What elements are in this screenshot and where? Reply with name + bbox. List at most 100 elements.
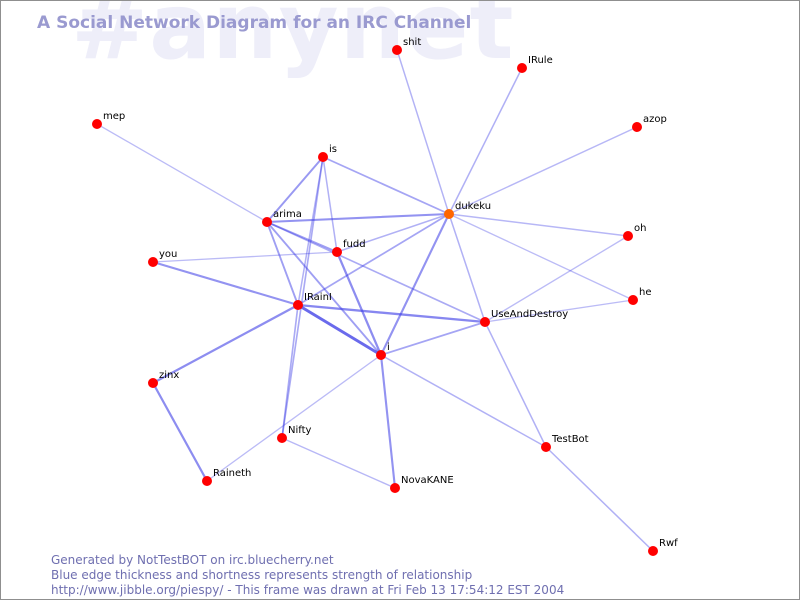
node-dot-i bbox=[376, 350, 386, 360]
node-dot-Raineth bbox=[202, 476, 212, 486]
node-dot-mep bbox=[92, 119, 102, 129]
node-label-Rwf: Rwf bbox=[659, 538, 678, 549]
node-NovaKANE: NovaKANE bbox=[390, 475, 454, 493]
edge-you-IRainI bbox=[151, 260, 300, 307]
node-IRule: IRule bbox=[517, 55, 553, 73]
node-dot-Rwf bbox=[648, 546, 658, 556]
node-dot-zinx bbox=[148, 378, 158, 388]
node-label-fudd: fudd bbox=[343, 239, 366, 250]
footer-legend-note: Blue edge thickness and shortness repres… bbox=[51, 568, 473, 582]
node-dot-Nifty bbox=[277, 433, 287, 443]
edge-dukeku-oh bbox=[448, 213, 629, 237]
edge-UseAndDestroy-TestBot bbox=[484, 321, 547, 448]
edge-i-NovaKANE bbox=[379, 353, 397, 490]
edge-fudd-you bbox=[152, 251, 338, 263]
node-label-azop: azop bbox=[643, 114, 667, 125]
node-dukeku: dukeku bbox=[444, 201, 491, 219]
node-UseAndDestroy: UseAndDestroy bbox=[480, 309, 568, 327]
node-label-zinx: zinx bbox=[159, 370, 179, 381]
node-Rwf: Rwf bbox=[648, 538, 678, 556]
edge-IRainI-Nifty bbox=[281, 304, 299, 439]
node-label-you: you bbox=[159, 249, 177, 260]
node-label-NovaKANE: NovaKANE bbox=[401, 475, 454, 486]
node-label-TestBot: TestBot bbox=[551, 434, 589, 445]
node-you: you bbox=[148, 249, 177, 267]
edge-fudd-i bbox=[335, 250, 383, 357]
edge-IRule-dukeku bbox=[448, 67, 523, 215]
node-zinx: zinx bbox=[148, 370, 179, 388]
diagram-title: A Social Network Diagram for an IRC Chan… bbox=[37, 13, 472, 33]
footer-info: Generated by NotTestBOT on irc.bluecherr… bbox=[51, 553, 564, 598]
edge-UseAndDestroy-i bbox=[380, 321, 486, 356]
edge-arima-fudd bbox=[266, 221, 338, 253]
node-dot-oh bbox=[623, 231, 633, 241]
node-label-IRainI: IRainI bbox=[304, 292, 332, 303]
node-label-Raineth: Raineth bbox=[213, 468, 251, 479]
node-dot-arima bbox=[262, 217, 272, 227]
edge-is-fudd bbox=[322, 156, 338, 253]
edge-he-UseAndDestroy bbox=[484, 299, 634, 323]
edge-mep-arima bbox=[96, 123, 268, 223]
edge-arima-UseAndDestroy bbox=[266, 221, 486, 323]
edge-arima-i bbox=[266, 221, 382, 356]
node-Raineth: Raineth bbox=[202, 468, 251, 486]
edge-TestBot-Rwf bbox=[545, 446, 654, 552]
edge-zinx-Raineth bbox=[151, 381, 209, 483]
edge-azop-dukeku bbox=[448, 126, 638, 215]
node-dot-fudd bbox=[332, 247, 342, 257]
node-he: he bbox=[628, 287, 652, 305]
edge-oh-UseAndDestroy bbox=[484, 235, 629, 323]
node-label-arima: arima bbox=[273, 209, 302, 220]
node-dot-TestBot bbox=[541, 442, 551, 452]
node-i: i bbox=[376, 342, 390, 360]
node-dot-you bbox=[148, 257, 158, 267]
node-dot-IRainI bbox=[293, 300, 303, 310]
edge-is-dukeku bbox=[322, 156, 450, 215]
node-dot-dukeku bbox=[444, 209, 454, 219]
node-dot-shit bbox=[392, 45, 402, 55]
node-arima: arima bbox=[262, 209, 302, 227]
node-fudd: fudd bbox=[332, 239, 366, 257]
edges-layer bbox=[96, 49, 654, 552]
edge-i-TestBot bbox=[380, 354, 547, 448]
edge-is-IRainI bbox=[297, 156, 324, 306]
footer-url-timestamp: http://www.jibble.org/piespy/ - This fra… bbox=[51, 583, 565, 597]
edge-IRainI-i bbox=[296, 303, 383, 357]
node-dot-azop bbox=[632, 122, 642, 132]
node-label-is: is bbox=[329, 144, 337, 155]
edge-IRainI-zinx bbox=[151, 303, 300, 385]
node-dot-NovaKANE bbox=[390, 483, 400, 493]
node-dot-he bbox=[628, 295, 638, 305]
node-shit: shit bbox=[392, 37, 421, 55]
edge-shit-dukeku bbox=[396, 49, 450, 215]
channel-watermark: #anynet bbox=[71, 0, 515, 80]
edge-dukeku-i bbox=[379, 212, 451, 357]
edge-is-arima bbox=[266, 156, 324, 223]
node-label-he: he bbox=[639, 287, 652, 298]
node-label-IRule: IRule bbox=[528, 55, 553, 66]
edge-is-Nifty bbox=[281, 156, 324, 439]
node-label-oh: oh bbox=[634, 223, 646, 234]
edge-dukeku-IRainI bbox=[297, 213, 450, 306]
edge-arima-dukeku bbox=[265, 212, 451, 224]
node-mep: mep bbox=[92, 111, 125, 129]
node-dot-is bbox=[318, 152, 328, 162]
node-oh: oh bbox=[623, 223, 646, 241]
edge-dukeku-UseAndDestroy bbox=[448, 213, 486, 323]
node-dot-UseAndDestroy bbox=[480, 317, 490, 327]
node-label-UseAndDestroy: UseAndDestroy bbox=[491, 309, 568, 320]
edge-dukeku-he bbox=[448, 213, 634, 301]
footer-generated-by: Generated by NotTestBOT on irc.bluecherr… bbox=[51, 553, 334, 567]
node-label-i: i bbox=[387, 342, 390, 353]
node-TestBot: TestBot bbox=[541, 434, 589, 452]
edge-IRainI-UseAndDestroy bbox=[296, 303, 487, 324]
node-azop: azop bbox=[632, 114, 667, 132]
node-is: is bbox=[318, 144, 337, 162]
node-Nifty: Nifty bbox=[277, 425, 312, 443]
node-label-Nifty: Nifty bbox=[288, 425, 312, 436]
node-dot-IRule bbox=[517, 63, 527, 73]
edge-Nifty-NovaKANE bbox=[281, 437, 396, 489]
